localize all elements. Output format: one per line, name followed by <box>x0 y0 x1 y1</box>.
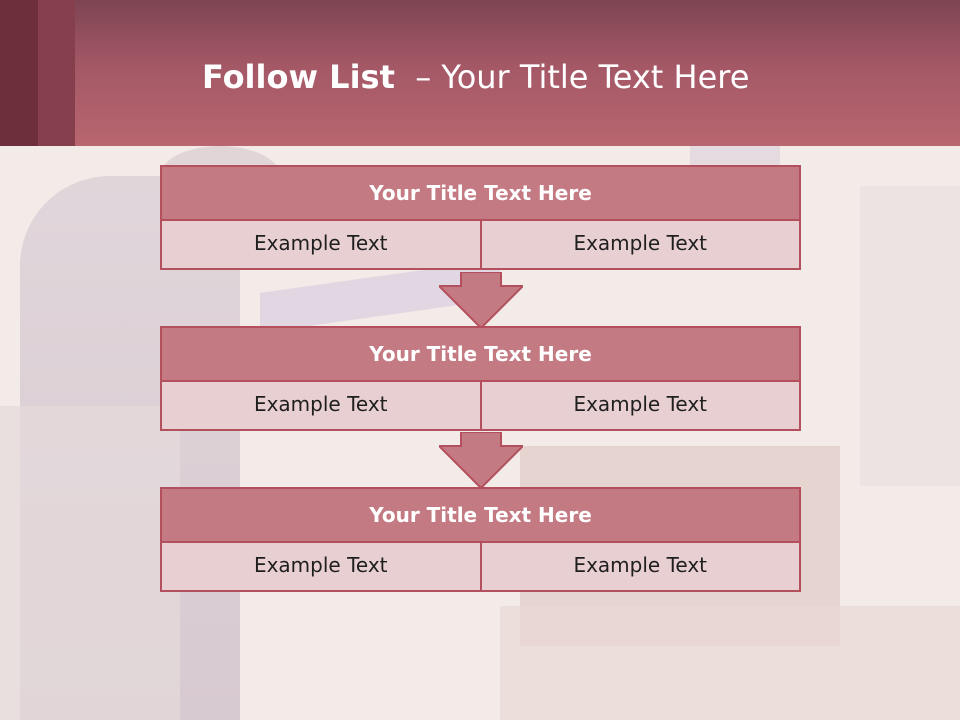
flow-block-title[interactable]: Your Title Text Here <box>160 165 801 221</box>
background-shape <box>860 186 960 486</box>
header-accent-block <box>0 0 38 146</box>
flow-block-cell[interactable]: Example Text <box>253 392 388 416</box>
background-shape <box>500 606 960 720</box>
flow-block-cell[interactable]: Example Text <box>253 231 388 255</box>
background-shape <box>0 406 180 720</box>
header-band: Follow List – Your Title Text Here <box>0 0 960 146</box>
flow-block-cell[interactable]: Example Text <box>479 382 800 429</box>
flow-block-cell[interactable]: Example Text <box>253 553 388 577</box>
slide-title-rest: – Your Title Text Here <box>394 58 750 96</box>
flow-block-title[interactable]: Your Title Text Here <box>160 487 801 543</box>
flow-block-row: Example Text Example Text <box>160 221 801 270</box>
slide-title-bold: Follow List <box>202 58 395 96</box>
flow-block[interactable]: Your Title Text Here Example Text Exampl… <box>160 165 801 270</box>
flow-block-cell[interactable]: Example Text <box>479 543 800 590</box>
flow-block-row: Example Text Example Text <box>160 543 801 592</box>
flow-block-title[interactable]: Your Title Text Here <box>160 326 801 382</box>
flow-block-cell[interactable]: Example Text <box>479 221 800 268</box>
down-arrow-icon <box>439 272 523 328</box>
down-arrow-icon <box>439 432 523 488</box>
slide-title[interactable]: Follow List – Your Title Text Here <box>202 52 749 102</box>
flow-block-row: Example Text Example Text <box>160 382 801 431</box>
flow-block[interactable]: Your Title Text Here Example Text Exampl… <box>160 326 801 431</box>
flow-block[interactable]: Your Title Text Here Example Text Exampl… <box>160 487 801 592</box>
header-accent-block <box>38 0 75 146</box>
